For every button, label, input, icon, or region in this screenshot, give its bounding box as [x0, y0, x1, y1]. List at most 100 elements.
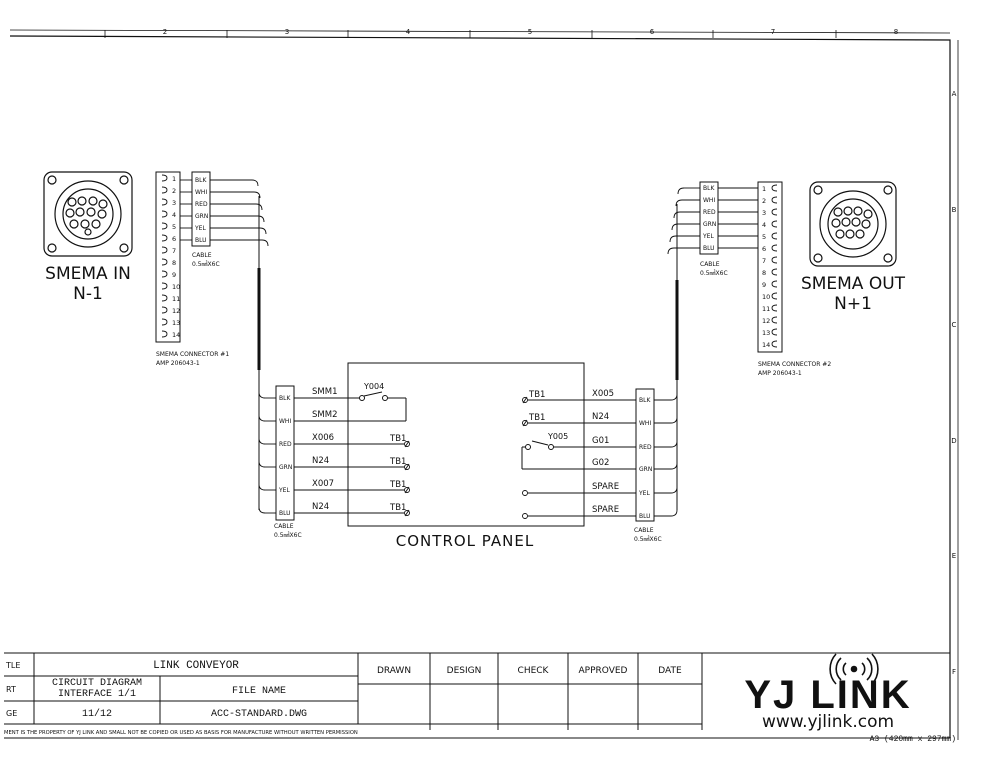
- signal-label: N24: [312, 456, 329, 466]
- signal-label: SPARE: [592, 482, 619, 492]
- pin-number: 6: [172, 235, 176, 243]
- column-marker: 6: [650, 28, 655, 36]
- terminal-label: TB1: [389, 480, 406, 490]
- wire-label: RED: [703, 209, 716, 216]
- control-panel-title: CONTROL PANEL: [396, 532, 534, 550]
- relay-y005-label: Y005: [547, 432, 568, 441]
- column-marker: 8: [894, 28, 898, 36]
- wire-label: GRN: [703, 221, 716, 228]
- pin-contact: [161, 174, 168, 182]
- terminal-icon: [404, 510, 410, 516]
- title-block-row-label: GE: [6, 709, 17, 718]
- smema-out-subtitle: N+1: [834, 294, 872, 314]
- pin-contact: [161, 318, 168, 326]
- pin-number: 7: [172, 247, 176, 255]
- terminal-label: TB1: [389, 457, 406, 467]
- pin-number: 10: [762, 293, 770, 301]
- title-block-signoff-headers: DRAWN DESIGN CHECK APPROVED DATE: [377, 666, 682, 676]
- smema-in-cable-label: CABLE: [192, 252, 212, 259]
- pin-number: 14: [762, 341, 770, 349]
- terminal-icon: [522, 420, 528, 426]
- smema-out-connector-icon: [809, 181, 897, 267]
- right-cable-spec: 0.5㎟X6C: [634, 535, 662, 543]
- right-cable-label: CABLE: [634, 527, 654, 534]
- pin-contact: [771, 256, 778, 264]
- column-marker: 2: [163, 28, 167, 36]
- signoff-header: DESIGN: [447, 666, 482, 676]
- pin-contact: [771, 292, 778, 300]
- pin-number: 2: [172, 187, 176, 195]
- wire-label: RED: [195, 201, 208, 208]
- pin-contact: [161, 222, 168, 230]
- signoff-header: DRAWN: [377, 666, 411, 676]
- smema-in-connector-part: AMP 206043-1: [156, 360, 200, 367]
- wire-label: WHI: [279, 418, 291, 425]
- smema-in-connector-label: SMEMA CONNECTOR #1: [156, 351, 229, 358]
- pin-number: 3: [172, 199, 176, 207]
- pin-number: 13: [172, 319, 180, 327]
- title-block-part-line2: INTERFACE 1/1: [58, 688, 136, 700]
- wire-label: RED: [279, 441, 292, 448]
- wire-label: RED: [639, 444, 652, 451]
- signoff-header: DATE: [658, 666, 682, 676]
- pin-contact: [161, 246, 168, 254]
- left-cable-box: [275, 385, 295, 521]
- smema-in-connector-icon: [43, 171, 133, 257]
- pin-contact: [161, 198, 168, 206]
- ownership-notice: MENT IS THE PROPERTY OF YJ LINK AND SMAL…: [4, 730, 358, 736]
- relay-y004-label: Y004: [363, 382, 384, 391]
- signal-label: G02: [592, 458, 609, 468]
- logo-name: YJ LINK: [744, 673, 911, 717]
- wire-label: BLU: [195, 237, 207, 244]
- pin-contact: [161, 294, 168, 302]
- signoff-header: APPROVED: [579, 666, 628, 676]
- control-panel-box: [347, 362, 585, 527]
- control-panel-right-circuit: BLKX005WHIN24REDG01GRNG02YELSPAREBLUSPAR…: [522, 389, 678, 520]
- signoff-header: CHECK: [518, 666, 550, 676]
- terminal-label: TB1: [389, 503, 406, 513]
- signal-label: SMM1: [312, 387, 337, 397]
- signal-label: N24: [312, 502, 329, 512]
- pin-number: 4: [762, 221, 766, 229]
- wire-label: GRN: [195, 213, 208, 220]
- smema-out-pin-strip: [699, 181, 783, 353]
- row-marker: C: [952, 321, 957, 329]
- pin-contact: [161, 258, 168, 266]
- pin-number: 8: [762, 269, 766, 277]
- pin-number: 1: [762, 185, 766, 193]
- wire-label: BLU: [703, 245, 715, 252]
- smema-in-subtitle: N-1: [73, 284, 103, 304]
- wire-label: YEL: [278, 487, 290, 494]
- drawing-frame: [9, 29, 959, 740]
- pin-contact: [771, 268, 778, 276]
- pin-contact: [771, 328, 778, 336]
- wire-label: WHI: [195, 189, 207, 196]
- smema-out-connector-part: AMP 206043-1: [758, 370, 802, 377]
- terminal-label: TB1: [528, 413, 545, 423]
- spare-terminal-icon: [522, 513, 528, 519]
- wire-label: BLK: [279, 395, 291, 402]
- pin-number: 13: [762, 329, 770, 337]
- column-marker: 7: [771, 28, 775, 36]
- pin-number: 11: [172, 295, 180, 303]
- wire-label: YEL: [194, 225, 206, 232]
- wire-label: YEL: [702, 233, 714, 240]
- pin-contact: [771, 184, 778, 192]
- smema-in-cable-spec: 0.5㎟X6C: [192, 260, 220, 268]
- pin-contact: [161, 330, 168, 338]
- smema-out-title: SMEMA OUT: [801, 274, 906, 294]
- wire-label: GRN: [639, 466, 652, 473]
- sheet-size-label: A3 (420mm x 297mm): [870, 735, 956, 744]
- smema-out-connector-label: SMEMA CONNECTOR #2: [758, 361, 831, 368]
- row-marker: A: [952, 90, 957, 98]
- signal-label: SPARE: [592, 505, 619, 515]
- row-marker: E: [952, 552, 956, 560]
- pin-contact: [771, 244, 778, 252]
- wire-label: YEL: [638, 490, 650, 497]
- title-block-part-line1: CIRCUIT DIAGRAM: [52, 678, 142, 689]
- pin-contact: [161, 270, 168, 278]
